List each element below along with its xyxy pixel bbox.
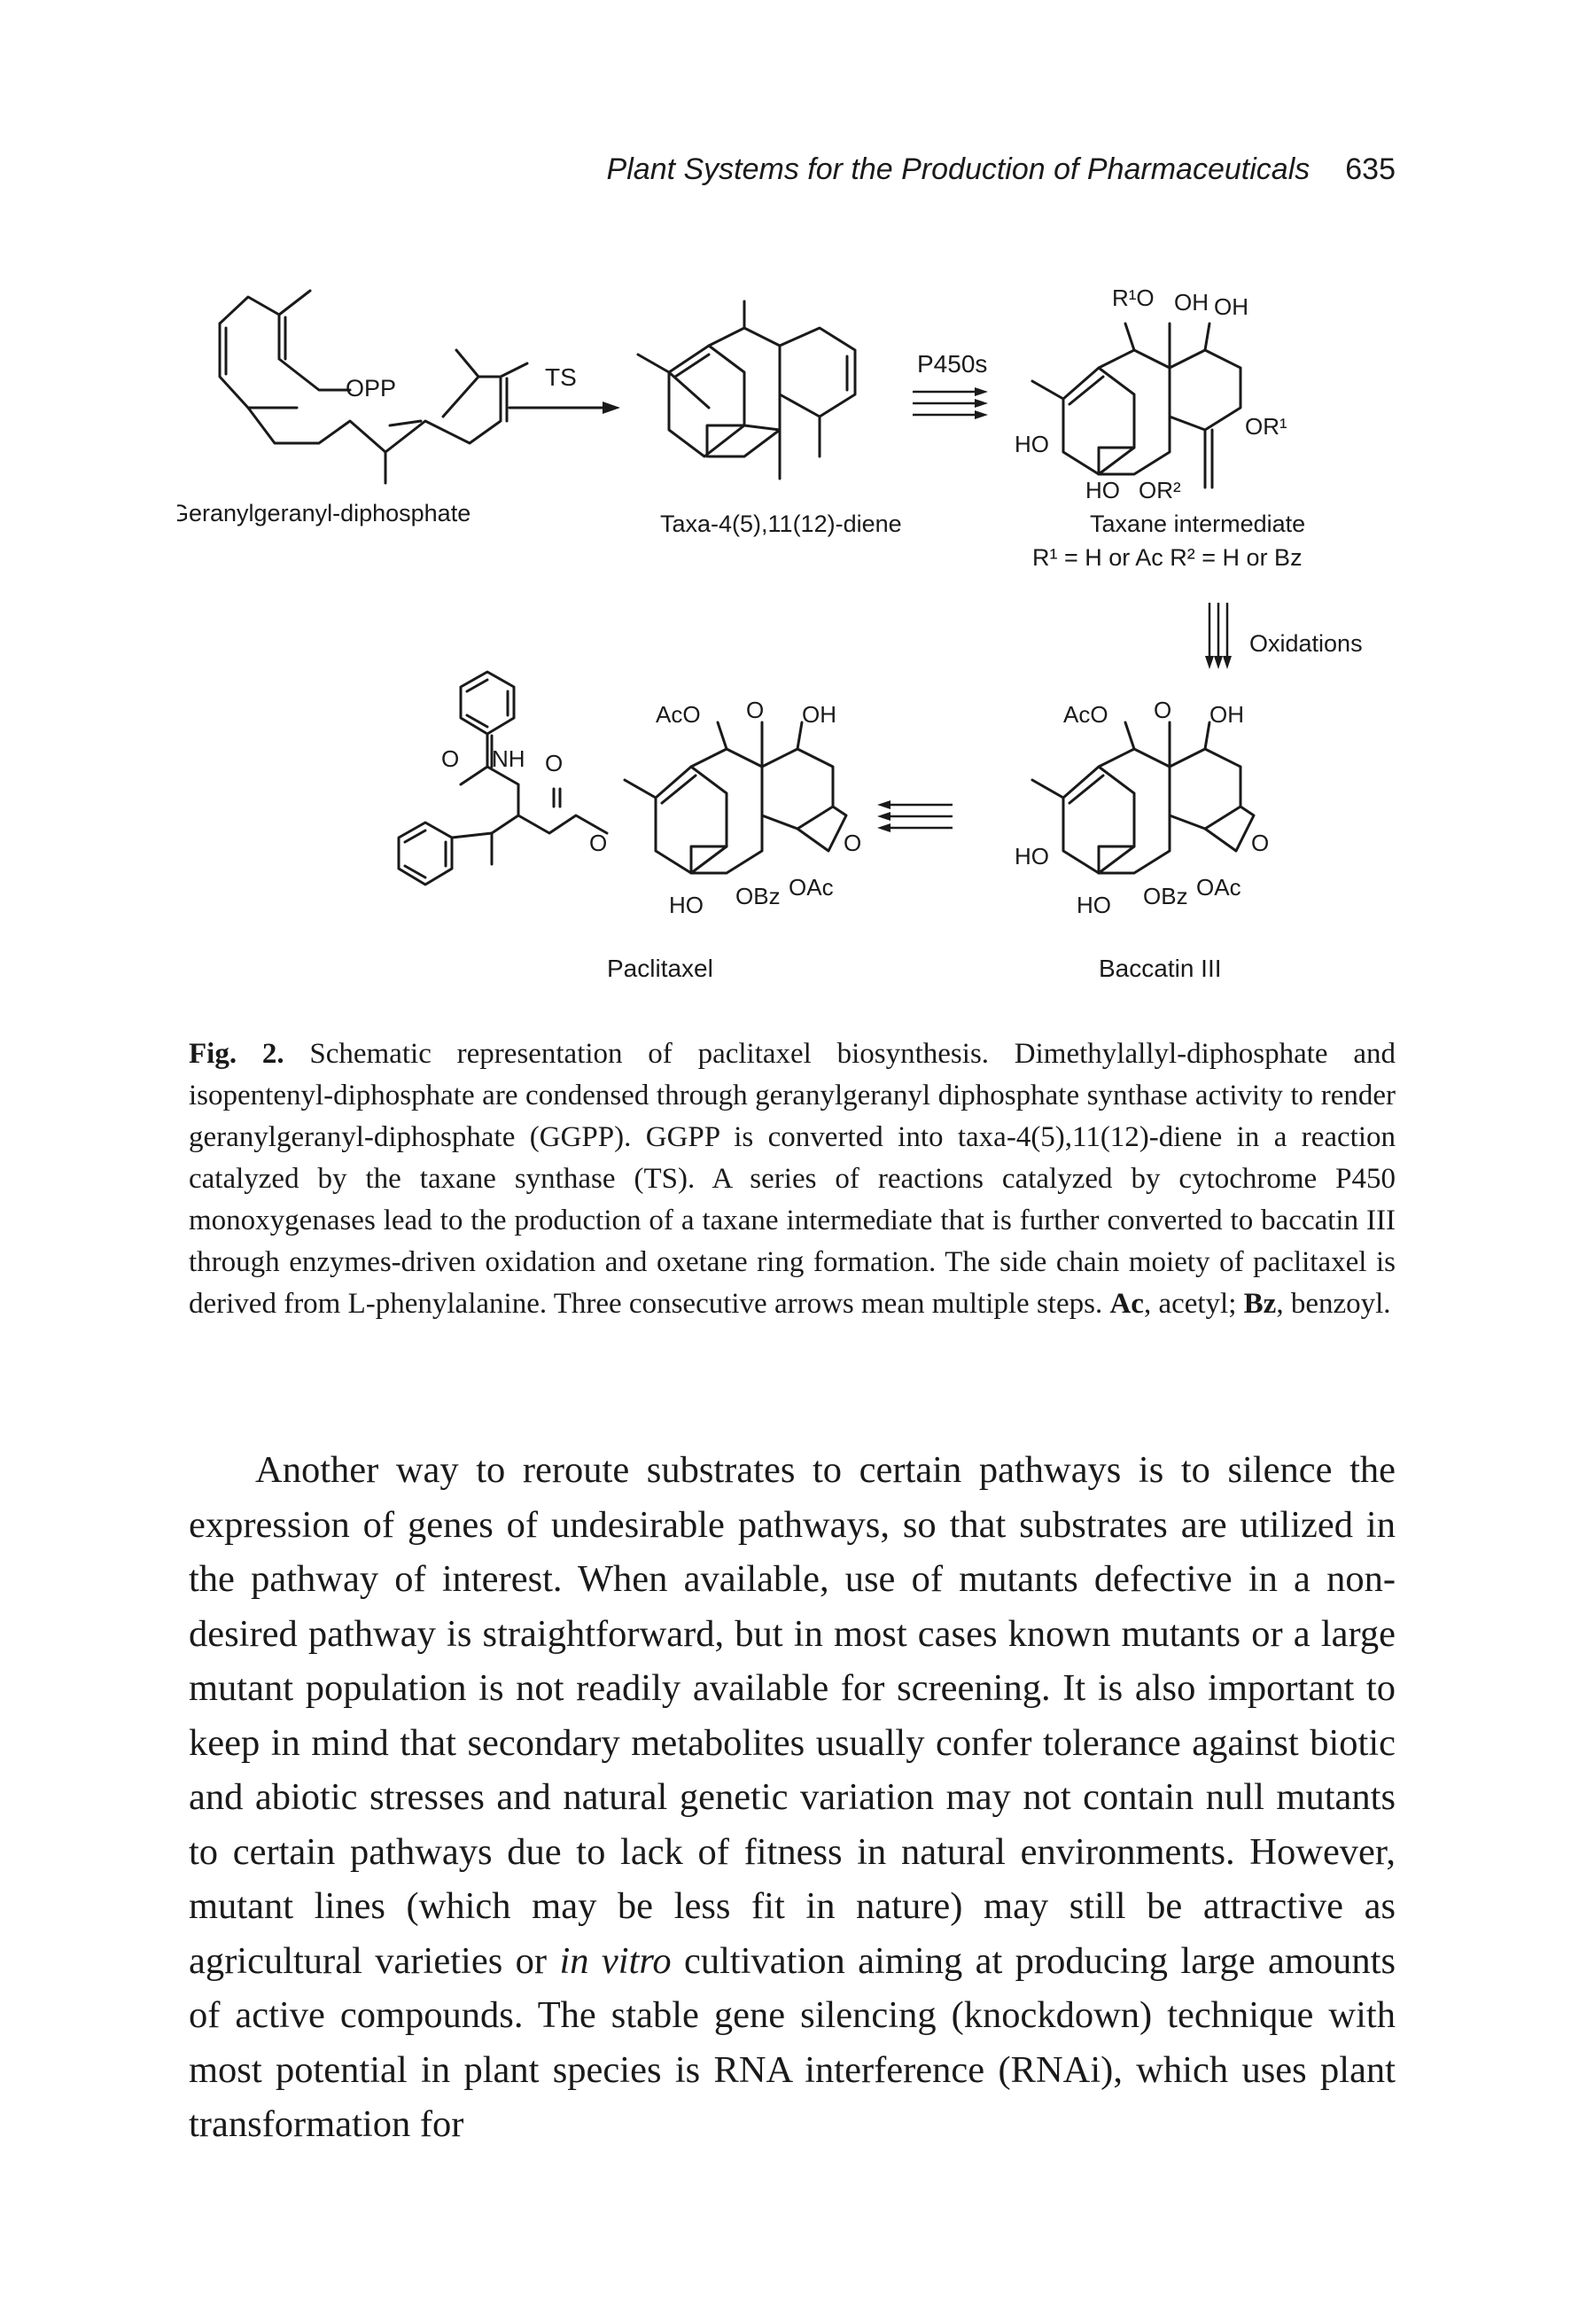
oac-label-baccatin: OAc (1196, 874, 1241, 901)
oxidations-label: Oxidations (1249, 630, 1363, 657)
oh-label-paclitaxel: OH (802, 701, 836, 728)
body-text-part2: cultivation aiming at producing large am… (189, 1939, 1396, 2146)
biosynthesis-scheme: OPP Geranylgeranyl-diphosphate TS Taxa-4… (177, 275, 1418, 993)
nh-label: NH (492, 745, 525, 772)
ts-label: TS (545, 363, 577, 391)
page-number: 635 (1345, 152, 1396, 186)
o-label-carbonyl: O (545, 750, 563, 776)
o-label-sidechain: O (441, 745, 459, 772)
obz-label-baccatin: OBz (1143, 883, 1188, 909)
body-paragraph: Another way to reroute substrates to cer… (189, 1443, 1396, 2152)
taxane-name: Taxane intermediate (1090, 511, 1305, 537)
abbr-bz: Bz (1243, 1288, 1277, 1320)
ho-label-baccatin-1: HO (1015, 843, 1049, 870)
body-text-italic: in vitro (559, 1939, 672, 1982)
sidechain-addition-arrows (877, 800, 953, 832)
aco-label-paclitaxel: AcO (656, 701, 701, 728)
figure-label: Fig. 2. (189, 1038, 284, 1070)
o-label-ester: O (589, 830, 607, 856)
obz-label-paclitaxel: OBz (735, 883, 781, 909)
figure-caption: Fig. 2. Schematic representation of pacl… (189, 1033, 1396, 1325)
o-label-ketone-paclitaxel: O (746, 697, 764, 723)
ho-label-baccatin-2: HO (1077, 892, 1111, 918)
running-head: Plant Systems for the Production of Phar… (478, 152, 1396, 187)
p450-label: P450s (917, 350, 987, 378)
abbr-bz-text: , benzoyl. (1276, 1288, 1391, 1320)
taxane-structure: R¹O OH OH OR¹ HO HO OR² Taxane intermedi… (1015, 285, 1305, 571)
caption-text: Schematic representation of paclitaxel b… (189, 1038, 1396, 1320)
p450-arrows: P450s (913, 350, 988, 419)
baccatin-name: Baccatin III (1099, 955, 1222, 982)
ho-label-paclitaxel: HO (669, 892, 704, 918)
paclitaxel-core: AcO O OH O HO OBz OAc Paclitaxel (607, 697, 861, 982)
abbr-ac: Ac (1109, 1288, 1144, 1320)
oh-label-2: OH (1214, 293, 1248, 320)
taxane-substituents: R¹ = H or Ac R² = H or Bz (1032, 544, 1303, 571)
or2-label: OR² (1139, 477, 1181, 503)
ho-label-2: HO (1085, 477, 1120, 503)
o-label-ketone-baccatin: O (1154, 697, 1171, 723)
oxidations-arrows: Oxidations (1205, 603, 1363, 669)
taxadiene-name: Taxa-4(5),11(12)-diene (660, 511, 902, 537)
oh-label-baccatin: OH (1209, 701, 1244, 728)
abbr-ac-text: , acetyl; (1143, 1288, 1244, 1320)
oh-label-1: OH (1174, 289, 1209, 316)
oac-label-paclitaxel: OAc (789, 874, 834, 901)
or1-label: OR¹ (1245, 413, 1287, 440)
ggpp-structure: OPP Geranylgeranyl-diphosphate (177, 289, 529, 526)
baccatin-structure: AcO O OH O HO HO OBz OAc Baccatin III (1015, 697, 1269, 982)
ggpp-name: Geranylgeranyl-diphosphate (177, 500, 471, 526)
body-text-part1: Another way to reroute substrates to cer… (189, 1449, 1396, 1982)
o-label-oxetane-paclitaxel: O (844, 830, 861, 856)
o-label-oxetane-baccatin: O (1251, 830, 1269, 856)
ts-arrow: TS (508, 363, 620, 414)
paclitaxel-name: Paclitaxel (607, 955, 713, 982)
body-text: Another way to reroute substrates to cer… (189, 1443, 1396, 2152)
aco-label-baccatin: AcO (1063, 701, 1108, 728)
paclitaxel-sidechain: O NH O O (397, 670, 609, 886)
opp-label: OPP (346, 375, 396, 402)
r1o-label: R¹O (1112, 285, 1155, 311)
taxadiene-structure: Taxa-4(5),11(12)-diene (636, 300, 902, 537)
scheme-svg: OPP Geranylgeranyl-diphosphate TS Taxa-4… (177, 285, 1363, 982)
running-title: Plant Systems for the Production of Phar… (606, 152, 1310, 186)
ho-label-1: HO (1015, 431, 1049, 457)
